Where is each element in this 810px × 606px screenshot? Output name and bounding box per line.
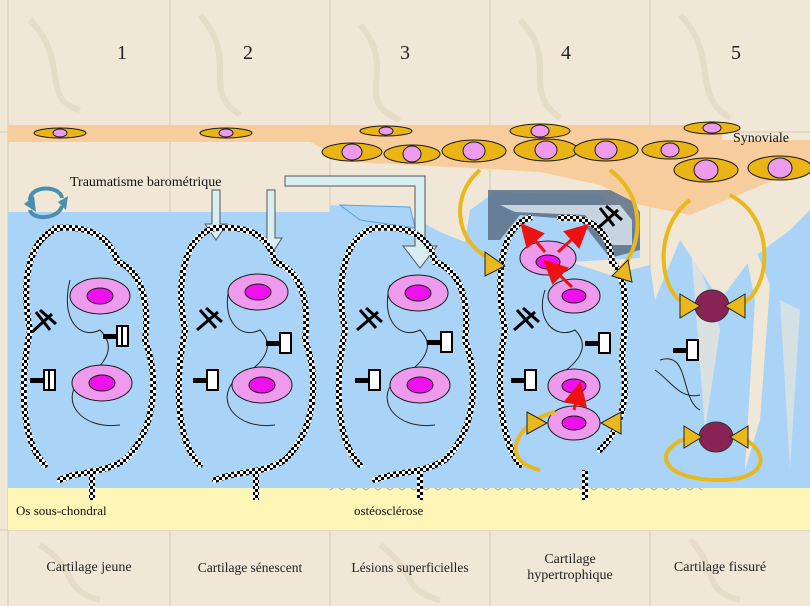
os-sous-chondral-label: Os sous-chondral [16,503,107,519]
caption-cartilage-senescent: Cartilage sénescent [170,530,330,606]
stage-number-2: 2 [228,42,268,65]
traumatisme-label: Traumatisme barométrique [70,175,222,191]
stage-number-5: 5 [716,42,756,65]
stage-number-4: 4 [546,42,586,65]
stage-number-3: 3 [385,42,425,65]
synoviale-label: Synoviale [733,131,789,147]
caption-cartilage-fissure: Cartilage fissuré [650,530,790,606]
caption-cartilage-hypertrophique: Cartilage hypertrophique [512,530,628,606]
caption-cartilage-jeune: Cartilage jeune [8,530,170,606]
stage-number-1: 1 [102,42,142,65]
osteosclerose-label: ostéosclérose [354,503,423,519]
caption-lesions-superficielles: Lésions superficielles [330,530,490,606]
